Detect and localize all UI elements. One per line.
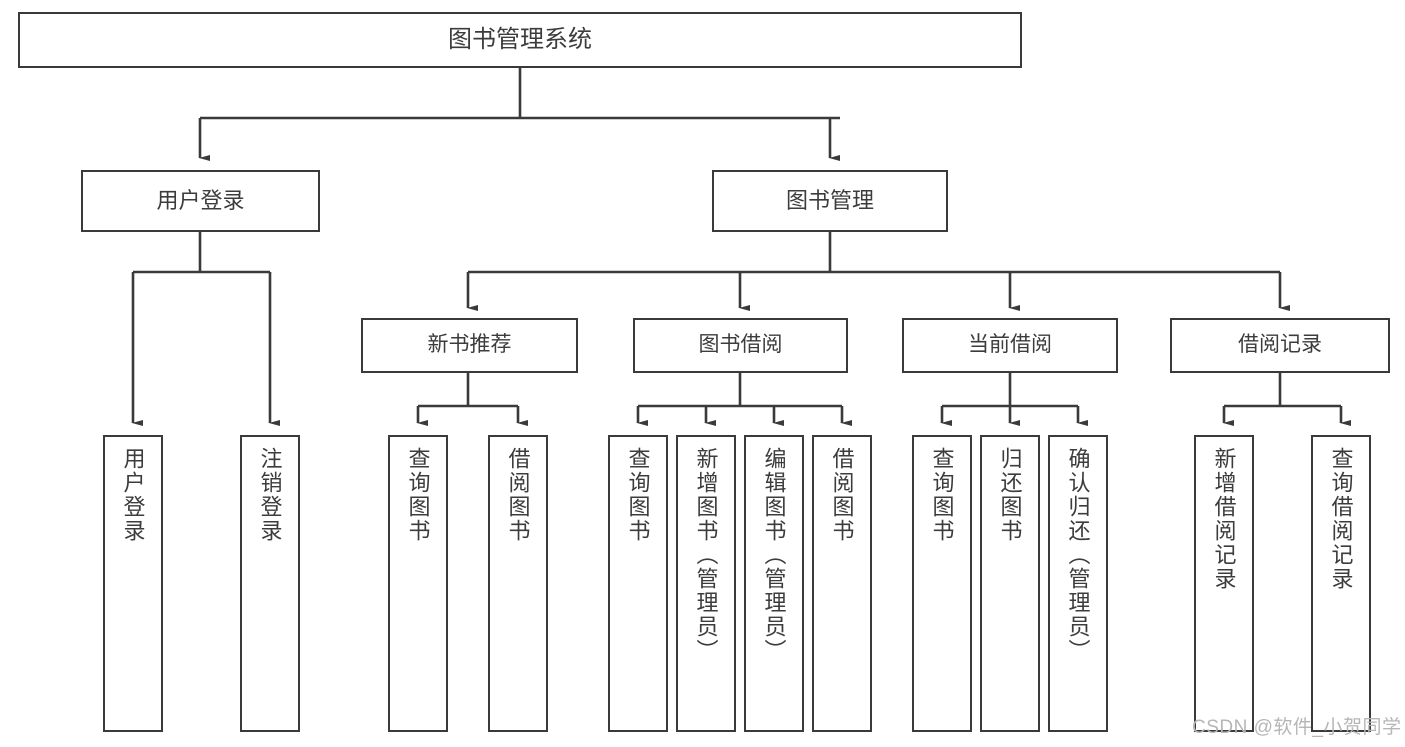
node-new-book-recommend[interactable]: 新书推荐 — [361, 318, 578, 373]
leaf-user-login[interactable]: 用户登录 — [103, 435, 163, 732]
leaf-logout-label: 注销登录 — [257, 447, 283, 543]
node-current-borrow-label: 当前借阅 — [968, 333, 1052, 357]
leaf-nb-query-book[interactable]: 查询图书 — [388, 435, 448, 732]
leaf-bb-query-book-label: 查询图书 — [625, 447, 651, 543]
node-user-login[interactable]: 用户登录 — [81, 170, 320, 232]
node-new-book-recommend-label: 新书推荐 — [427, 333, 512, 357]
node-user-login-label: 用户登录 — [156, 188, 245, 214]
node-borrow-records-label: 借阅记录 — [1238, 333, 1322, 357]
node-book-borrow-label: 图书借阅 — [698, 333, 783, 357]
leaf-br-query-record[interactable]: 查询借阅记录 — [1311, 435, 1371, 732]
leaf-nb-borrow-book[interactable]: 借阅图书 — [488, 435, 548, 732]
leaf-bb-query-book[interactable]: 查询图书 — [608, 435, 668, 732]
node-book-management-label: 图书管理 — [785, 188, 874, 214]
leaf-bb-borrow-book-label: 借阅图书 — [829, 447, 855, 543]
leaf-cb-query-book-label: 查询图书 — [929, 447, 955, 543]
leaf-bb-add-book-admin-label: 新增图书（管理员） — [693, 447, 719, 663]
node-root-system[interactable]: 图书管理系统 — [18, 12, 1022, 68]
node-book-borrow[interactable]: 图书借阅 — [633, 318, 848, 373]
node-current-borrow[interactable]: 当前借阅 — [902, 318, 1118, 373]
leaf-br-add-record-label: 新增借阅记录 — [1211, 447, 1237, 591]
leaf-br-add-record[interactable]: 新增借阅记录 — [1194, 435, 1254, 732]
leaf-logout[interactable]: 注销登录 — [240, 435, 300, 732]
leaf-bb-edit-book-admin-label: 编辑图书（管理员） — [761, 447, 787, 663]
leaf-cb-return-book-label: 归还图书 — [997, 447, 1023, 543]
node-borrow-records[interactable]: 借阅记录 — [1170, 318, 1390, 373]
leaf-user-login-label: 用户登录 — [120, 447, 146, 543]
node-book-management[interactable]: 图书管理 — [712, 170, 948, 232]
leaf-nb-borrow-book-label: 借阅图书 — [505, 447, 531, 543]
node-root-system-label: 图书管理系统 — [448, 26, 592, 54]
leaf-bb-borrow-book[interactable]: 借阅图书 — [812, 435, 872, 732]
leaf-nb-query-book-label: 查询图书 — [405, 447, 431, 543]
leaf-bb-add-book-admin[interactable]: 新增图书（管理员） — [676, 435, 736, 732]
watermark-text: CSDN @软件_小贺同学 — [1192, 717, 1402, 738]
leaf-br-query-record-label: 查询借阅记录 — [1328, 447, 1354, 591]
leaf-cb-confirm-return-admin-label: 确认归还（管理员） — [1065, 447, 1091, 663]
leaf-bb-edit-book-admin[interactable]: 编辑图书（管理员） — [744, 435, 804, 732]
leaf-cb-return-book[interactable]: 归还图书 — [980, 435, 1040, 732]
leaf-cb-confirm-return-admin[interactable]: 确认归还（管理员） — [1048, 435, 1108, 732]
leaf-cb-query-book[interactable]: 查询图书 — [912, 435, 972, 732]
